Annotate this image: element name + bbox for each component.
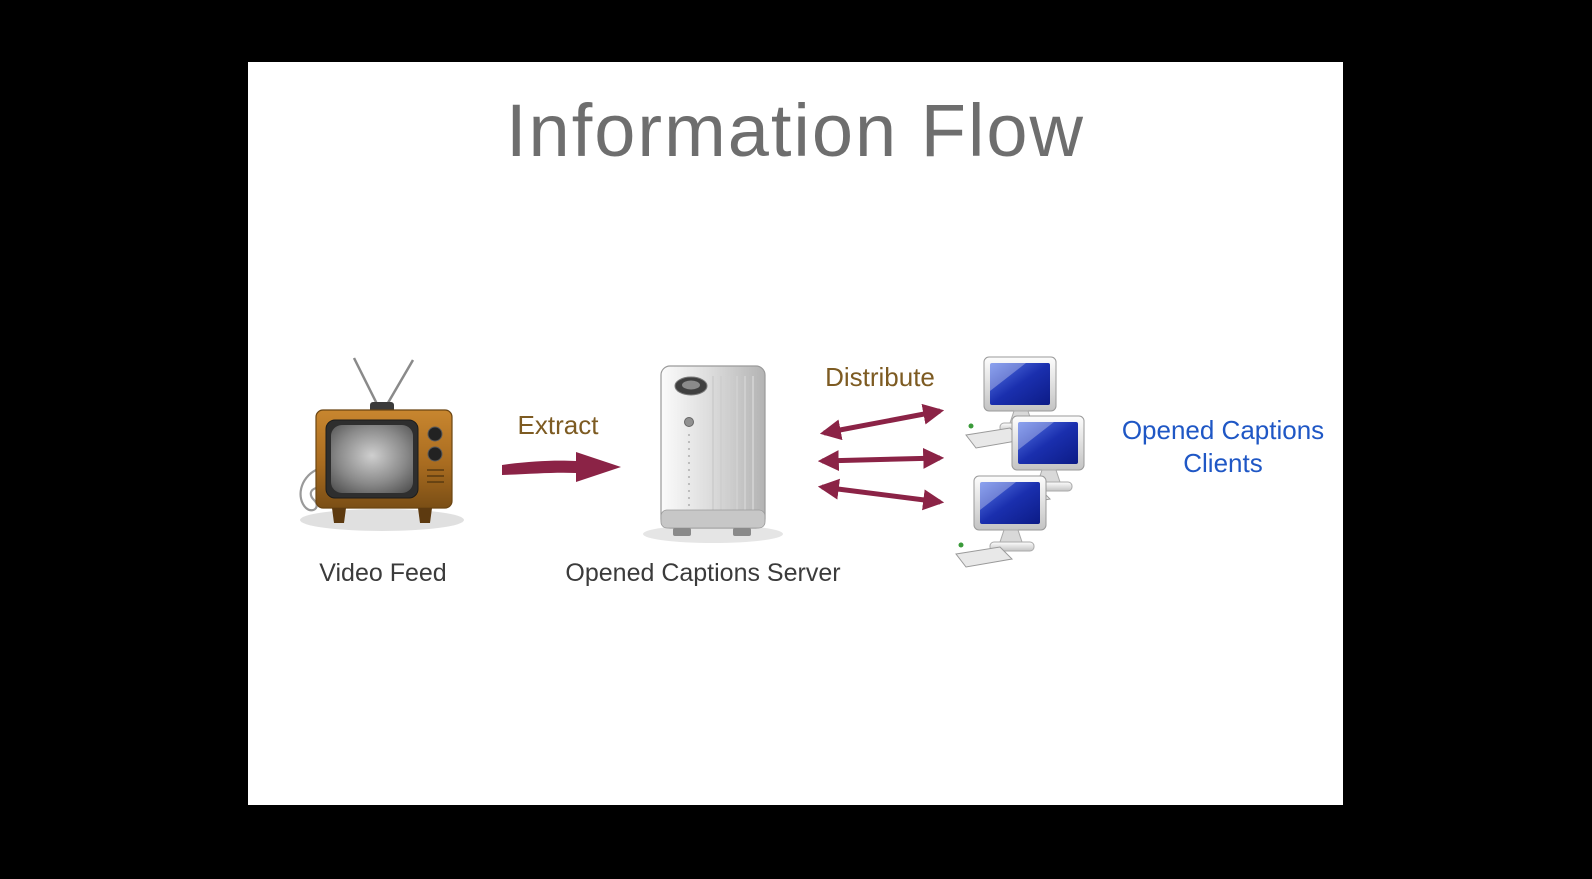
distribute-label: Distribute xyxy=(825,362,935,392)
server-foot xyxy=(733,528,751,536)
tv-leg xyxy=(418,508,432,523)
screen-glare xyxy=(990,363,1026,391)
distribute-edges xyxy=(808,397,958,517)
power-led xyxy=(958,542,964,548)
server-label: Opened Captions Server xyxy=(565,559,841,587)
tv-cable xyxy=(299,469,318,512)
extract-arrow-icon xyxy=(502,452,621,482)
server-vents xyxy=(712,376,754,510)
server-icon xyxy=(643,365,783,543)
screen-glare xyxy=(1018,422,1054,450)
tv-vent xyxy=(427,469,444,483)
screen-glare xyxy=(980,482,1016,510)
tv-leg xyxy=(332,508,346,523)
monitor-screen xyxy=(990,363,1050,405)
slide-title: Information Flow xyxy=(506,89,1085,172)
client-computer-icon xyxy=(955,475,1047,568)
extract-label: Extract xyxy=(517,410,599,440)
power-led xyxy=(968,423,974,429)
extract-edge xyxy=(500,446,625,486)
monitor-screen xyxy=(1018,422,1078,464)
tv-antenna xyxy=(352,357,415,409)
slide: Information Flow xyxy=(248,62,1343,805)
keyboard xyxy=(955,546,1014,568)
video-feed-label: Video Feed xyxy=(319,559,447,587)
video-feed-node xyxy=(294,350,469,535)
server-foot xyxy=(673,528,691,536)
two-way-arrow xyxy=(819,403,945,441)
arrow-right xyxy=(502,452,621,482)
tv-shadow xyxy=(300,509,464,531)
client-computer-icon xyxy=(965,356,1057,449)
monitor-stand xyxy=(999,529,1023,543)
clients-label: Opened Captions Clients xyxy=(1121,415,1325,479)
monitor-screen xyxy=(980,482,1040,524)
server-power-button xyxy=(684,417,694,427)
two-way-arrow xyxy=(817,478,945,511)
tv-knob xyxy=(427,426,443,442)
server-node xyxy=(633,360,793,545)
distribute-arrows-icon xyxy=(817,403,945,511)
tv-icon xyxy=(299,357,464,531)
client-node-3 xyxy=(954,474,1069,569)
server-drive-highlight xyxy=(682,380,700,390)
tv-screen xyxy=(331,425,413,493)
client-node-1 xyxy=(964,355,1079,450)
two-way-arrow xyxy=(817,447,945,472)
tv-knob xyxy=(427,446,443,462)
server-base xyxy=(660,509,766,529)
